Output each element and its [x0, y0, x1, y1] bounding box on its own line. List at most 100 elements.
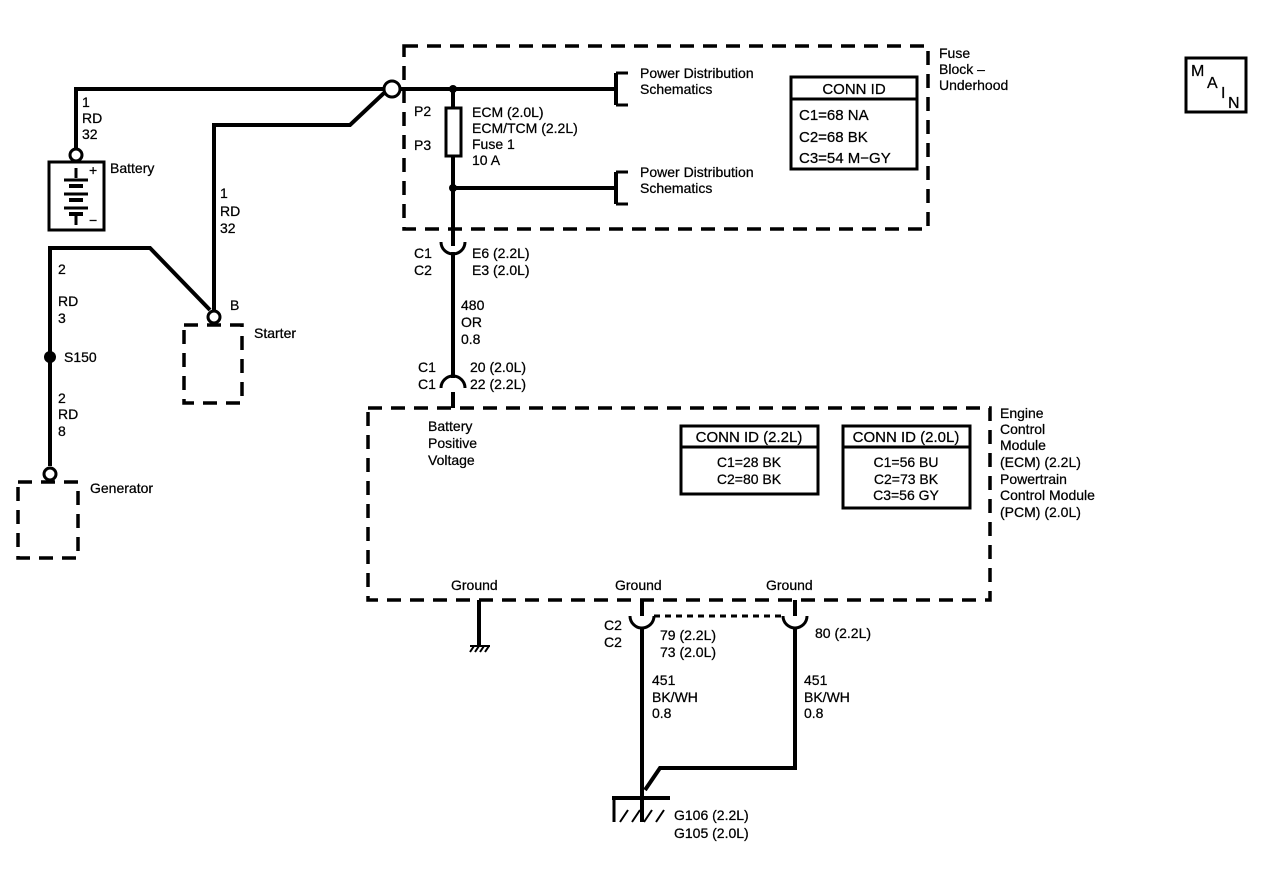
starter-outline — [182, 323, 244, 405]
conn-ecm-left-1: C1 — [418, 359, 436, 375]
ground-label-3: Ground — [766, 577, 813, 593]
fuse-conn-row-2: C2=68 BK — [799, 129, 868, 146]
badge-n: N — [1228, 95, 1240, 112]
conn-ecm-left-2: C1 — [418, 376, 436, 392]
starter-wire — [212, 91, 386, 313]
ground-label-1: Ground — [451, 577, 498, 593]
conn-22-row-1: C1=28 BK — [717, 454, 782, 470]
conn-gnd-right-1: 79 (2.2L) — [660, 627, 716, 643]
pdist-1-line-1: Power Distribution — [640, 65, 754, 81]
splice-s150 — [44, 351, 56, 363]
bpv-line-2: Positive — [428, 435, 477, 451]
ecm-outline — [366, 406, 992, 602]
starter-wire-circuit: 1 — [220, 185, 228, 201]
badge-a: A — [1207, 75, 1218, 92]
wire-451-right — [643, 628, 797, 792]
gen-wire-top-gauge: 3 — [58, 310, 66, 326]
battery-plus: + — [89, 162, 97, 178]
bpv-line-1: Battery — [428, 418, 472, 434]
ground-label-2: Ground — [615, 577, 662, 593]
gen-wire-top-circuit: 2 — [58, 261, 66, 277]
fuse-p3: P3 — [414, 137, 431, 153]
battery-wire-circuit: 1 — [82, 94, 90, 110]
battery-minus: − — [89, 212, 97, 228]
conn-20-row-3: C3=56 GY — [873, 487, 939, 503]
fuse-conn-id-table: CONN ID C1=68 NA C2=68 BK C3=54 M−GY — [789, 75, 919, 171]
bpv-line-3: Voltage — [428, 452, 475, 468]
battery-cells — [64, 168, 88, 225]
conn-top-left-1: C1 — [414, 245, 432, 261]
fuse-conn-header: CONN ID — [822, 81, 886, 98]
ecm-title-3: Module — [1000, 437, 1046, 453]
gen-wire-bottom-color: RD — [58, 406, 78, 422]
ecm-title-2: Control — [1000, 421, 1045, 437]
generator-outline — [16, 480, 80, 560]
fuse-label-2: ECM/TCM (2.2L) — [472, 120, 578, 136]
conn-20-row-2: C2=73 BK — [874, 471, 939, 487]
gen-wire-bottom-circuit: 2 — [58, 390, 66, 406]
fuse-label-1: ECM (2.0L) — [472, 104, 544, 120]
gen-wire-top-color: RD — [58, 293, 78, 309]
ecm-conn-id-20-table: CONN ID (2.0L) C1=56 BU C2=73 BK C3=56 G… — [841, 424, 972, 510]
conn-ecm-right-2: 22 (2.2L) — [470, 376, 526, 392]
starter-wire-color: RD — [220, 203, 240, 219]
battery-label: Battery — [110, 160, 154, 176]
chassis-ground-icon — [469, 645, 490, 653]
ecm-title-4: (ECM) (2.2L) — [1000, 454, 1081, 470]
conn-gnd-right-2: 73 (2.0L) — [660, 644, 716, 660]
starter-wire-gauge: 32 — [220, 220, 236, 236]
main-badge: M A I N — [1184, 56, 1248, 114]
conn-top-left-2: C2 — [414, 262, 432, 278]
generator-label: Generator — [90, 480, 153, 496]
fuse-block-title-3: Underhood — [939, 77, 1008, 93]
ground-g106-label: G106 (2.2L) — [674, 807, 749, 823]
fuse-block-outline — [402, 44, 930, 231]
wire-451-right-circuit: 451 — [804, 672, 828, 688]
battery-wire-color: RD — [82, 110, 102, 126]
fuse-p2: P2 — [414, 103, 431, 119]
starter-label: Starter — [254, 325, 296, 341]
conn-ecm-right-1: 20 (2.0L) — [470, 359, 526, 375]
gen-wire-bottom-gauge: 8 — [58, 423, 66, 439]
ring-terminal — [382, 79, 402, 99]
battery-terminal — [68, 147, 84, 163]
ecm-conn-id-22-table: CONN ID (2.2L) C1=28 BK C2=80 BK — [679, 424, 820, 496]
conn-gnd-left-1: C2 — [604, 617, 622, 633]
fuse-label-3: Fuse 1 — [472, 136, 515, 152]
fuse-conn-row-3: C3=54 M−GY — [799, 150, 891, 167]
conn-22-row-2: C2=80 BK — [717, 471, 782, 487]
wire-451-left-color: BK/WH — [652, 689, 698, 705]
ecm-title-5: Powertrain — [1000, 471, 1067, 487]
pdist-2-line-2: Schematics — [640, 180, 712, 196]
ground-g105-label: G105 (2.0L) — [674, 825, 749, 841]
conn-gnd-left-2: C2 — [604, 634, 622, 650]
conn-20-row-1: C1=56 BU — [874, 454, 939, 470]
conn-20-header: CONN ID (2.0L) — [853, 429, 960, 446]
fuse-conn-row-1: C1=68 NA — [799, 107, 869, 124]
fuse-symbol — [444, 106, 463, 158]
ground-g106-icon — [612, 796, 670, 823]
badge-i: I — [1221, 85, 1225, 102]
wire-451-left-gauge: 0.8 — [652, 705, 672, 721]
conn-22-header: CONN ID (2.2L) — [696, 429, 803, 446]
ground-3-connector — [781, 615, 809, 630]
battery-wire-gauge: 32 — [82, 126, 98, 142]
fuse-block-title-2: Block – — [939, 61, 985, 77]
ecm-title-1: Engine — [1000, 405, 1044, 421]
conn-gnd-80: 80 (2.2L) — [815, 625, 871, 641]
wire-451-right-gauge: 0.8 — [804, 705, 824, 721]
splice-label: S150 — [64, 349, 97, 365]
wire-480-circuit: 480 — [461, 297, 485, 313]
fuse-block-title-1: Fuse — [939, 45, 970, 61]
pdist-1-line-2: Schematics — [640, 81, 712, 97]
wire-480-color: OR — [461, 314, 482, 330]
badge-m: M — [1191, 63, 1204, 80]
pdist-2-line-1: Power Distribution — [640, 164, 754, 180]
ecm-title-7: (PCM) (2.0L) — [1000, 504, 1081, 520]
ground-2-connector — [628, 615, 656, 630]
pdist-connector-1-tabs — [616, 71, 628, 107]
starter-terminal-label: B — [230, 297, 239, 313]
wire-451-left-circuit: 451 — [652, 672, 676, 688]
starter-terminal — [206, 309, 222, 325]
